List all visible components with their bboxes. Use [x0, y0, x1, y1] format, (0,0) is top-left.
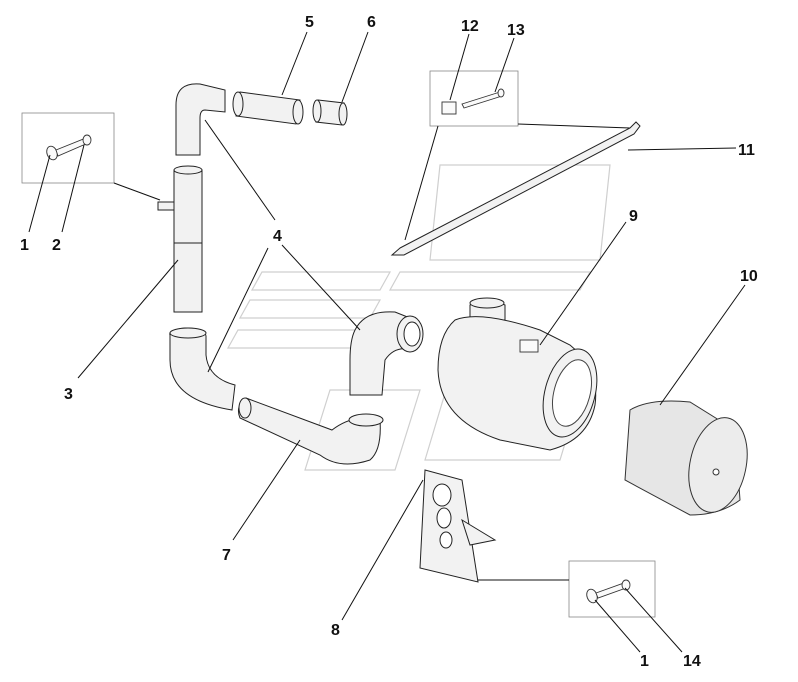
- detail-box-bolt-top: [429, 70, 519, 127]
- callout-1-bottom: 1: [640, 653, 649, 670]
- callout-12: 12: [461, 18, 479, 35]
- coupling-sleeve: [312, 99, 348, 126]
- callout-7: 7: [222, 547, 231, 564]
- mounting-bracket: [419, 469, 497, 583]
- detail-box-bolt-bottom: [568, 560, 656, 618]
- callout-5: 5: [305, 14, 314, 31]
- filter-element: [624, 400, 748, 516]
- callout-10: 10: [740, 268, 758, 285]
- vertical-intake-pipe: [157, 83, 226, 313]
- callout-1-top: 1: [20, 237, 29, 254]
- callout-11: 11: [738, 142, 755, 159]
- detail-box-bolt-left: [21, 112, 115, 184]
- callout-9: 9: [629, 208, 638, 225]
- callout-4: 4: [273, 228, 282, 245]
- pipe-section: [232, 91, 304, 125]
- callout-13: 13: [507, 22, 525, 39]
- callout-2: 2: [52, 237, 61, 254]
- callout-14: 14: [683, 653, 701, 670]
- callout-6: 6: [367, 14, 376, 31]
- callout-3: 3: [64, 386, 73, 403]
- duct-elbow: [238, 397, 384, 465]
- callout-8: 8: [331, 622, 340, 639]
- leader-lines: [28, 31, 746, 653]
- air-filter-housing: [437, 297, 598, 451]
- support-strap: [390, 121, 641, 256]
- lower-elbow-left: [169, 327, 236, 411]
- central-elbow: [349, 311, 424, 396]
